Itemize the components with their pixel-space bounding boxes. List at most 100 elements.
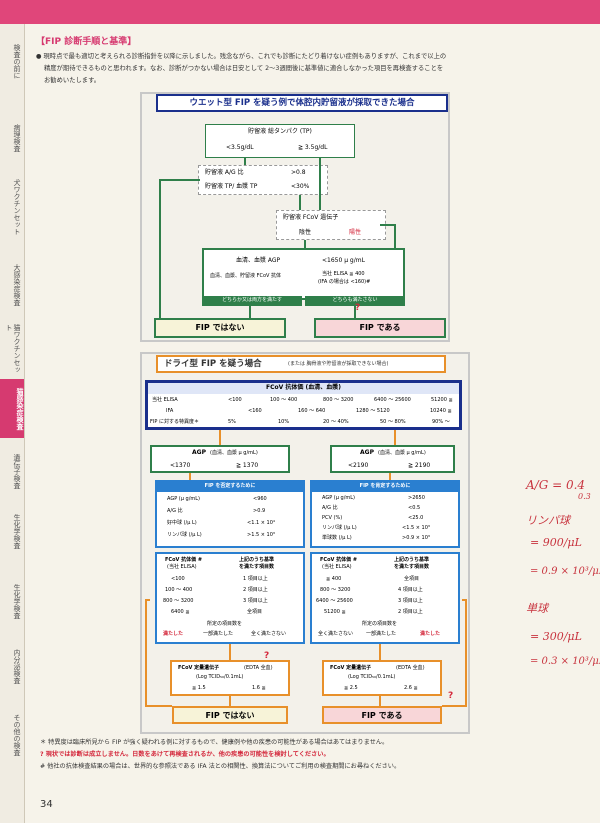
- ab-row3-c1: 5%: [228, 419, 236, 425]
- crit-l-r0-k: <100: [171, 576, 185, 582]
- neg-r3-k: リンパ球 (/μ L): [167, 532, 202, 538]
- gene-left-box: FCoV 定量遺伝子 (EDTA 全血) (Log TCID₅₀/0.1mL) …: [170, 660, 290, 696]
- tp-high: ≧ 3.5g/dL: [298, 144, 328, 151]
- gene-pos: 陽性: [349, 229, 362, 236]
- ab-table-header: FCoV 抗体価 (血清、血漿): [148, 383, 459, 394]
- crit-l-r3-k: 6400 ≦: [171, 609, 190, 615]
- wet-title: ウエット型 FIP を疑う例で体腔内貯留液が採取できた場合: [189, 98, 415, 108]
- tp-low: <3.5g/dL: [226, 144, 254, 151]
- neg-r2-k: 好中球 (/μ L): [167, 520, 197, 526]
- pos-r3-k: リンパ球 (/μ L): [322, 525, 357, 531]
- neither-bar: どちらも満たさない: [305, 296, 405, 306]
- ab-row2-c2: 160 ～ 640: [298, 408, 326, 414]
- sidebar-tab-active[interactable]: 猫感染症検査: [0, 379, 24, 438]
- crit-r-r3-k: 51200 ≦: [324, 609, 346, 615]
- crit-l-r0-v: 1 項目以上: [243, 576, 268, 582]
- agp-left-title: AGP: [192, 449, 206, 456]
- ab-row1-c3: 800 ～ 3200: [323, 397, 354, 403]
- ag-val: >0.8: [291, 169, 306, 176]
- crit-l-h2: 上記のうち基準: [239, 557, 275, 563]
- crit-l-met: 満たした: [163, 631, 184, 637]
- dry-result-neg-label: FIP ではない: [205, 711, 255, 720]
- neg-title: FIP を否定するために: [204, 483, 256, 489]
- tpr-label: 貯留液 TP/ 血漿 TP: [205, 183, 258, 190]
- sidebar-tab[interactable]: 検査の前に: [13, 44, 21, 79]
- agp-right-box: AGP (血清、血漿 μ g/mL) <2190 ≧ 2190: [330, 445, 455, 473]
- ab-row1-label: 当社 ELISA: [152, 397, 178, 403]
- sidebar-tab[interactable]: 犬ワクチンセット: [13, 179, 21, 235]
- crit-r-h1b: (当社 ELISA): [322, 564, 352, 570]
- gene-l-sub: (EDTA 全血): [244, 665, 273, 671]
- pos-r1-k: A/G 比: [322, 505, 338, 511]
- gene-l-title: FCoV 定量遺伝子: [178, 665, 220, 671]
- gene-l-unit: (Log TCID₅₀/0.1mL): [196, 674, 244, 680]
- wet-result-pos-label: FIP である: [359, 323, 401, 332]
- tp-box: 貯留液 総タンパク (TP) <3.5g/dL ≧ 3.5g/dL: [205, 124, 355, 158]
- ab-row3-label: FIP に対する特異度＊: [150, 419, 199, 425]
- tpr-val: <30%: [291, 183, 310, 190]
- agp-left-box: AGP (血清、血漿 μ g/mL) <1370 ≧ 1370: [150, 445, 290, 473]
- ab-row1-c1: <100: [228, 397, 242, 403]
- crit-r-r2-v: 3 項目以上: [398, 598, 423, 604]
- pos-panel: FIP を肯定するために AGP (μ g/mL) >2650 A/G 比 <0…: [310, 480, 460, 548]
- neg-panel: FIP を否定するために AGP (μ g/mL) <960 A/G 比 >0.…: [155, 480, 305, 548]
- sidebar-tab[interactable]: その他の検査: [13, 714, 21, 756]
- handwriting: 0.3: [578, 492, 591, 501]
- sidebar-tab[interactable]: 大感染症検査: [13, 264, 21, 306]
- wet-result-neg: FIP ではない: [154, 318, 286, 338]
- gene-l-low: ≦ 1.5: [192, 685, 206, 691]
- sidebar-tab[interactable]: 遺伝子検査: [13, 454, 21, 489]
- ab-row1-c2: 100 ～ 400: [270, 397, 298, 403]
- either-bar: どちらか又は両方を満たす: [202, 296, 302, 306]
- agp-left-unit: (血清、血漿 μ g/mL): [210, 450, 258, 456]
- gene-r-unit: (Log TCID₅₀/0.1mL): [348, 674, 396, 680]
- agp-right-high: ≧ 2190: [408, 462, 431, 469]
- crit-l-r2-k: 800 ～ 3200: [163, 598, 194, 604]
- neither-label: どちらも満たさない: [332, 297, 378, 303]
- question-mark: ?: [448, 691, 454, 701]
- wet-title-box: ウエット型 FIP を疑う例で体腔内貯留液が採取できた場合: [156, 94, 448, 112]
- ab-row2-c4: 10240 ≦: [430, 408, 452, 414]
- pos-r0-v: >2650: [408, 495, 425, 501]
- ab-val2: (IFA の場合は <160)#: [318, 279, 371, 285]
- gene-l-high: 1.6 ≦: [252, 685, 266, 691]
- sidebar-tab[interactable]: 内分泌検査: [13, 649, 21, 684]
- sidebar-tab[interactable]: 生化学検査: [13, 584, 21, 619]
- sidebar-tab[interactable]: 猫ワクチンセット: [5, 324, 21, 373]
- ab-row3-c3: 20 ～ 40%: [323, 419, 349, 425]
- dry-result-neg: FIP ではない: [172, 706, 288, 724]
- page-number: 34: [40, 799, 53, 810]
- pos-r3-v: <1.5 × 10³: [402, 525, 430, 531]
- agp-right-low: <2190: [348, 462, 369, 469]
- dry-title: ドライ型 FIP を疑う場合: [164, 359, 262, 369]
- pos-r2-v: <25.0: [408, 515, 424, 521]
- wet-result-neg-label: FIP ではない: [195, 323, 245, 332]
- gene-right-box: FCoV 定量遺伝子 (EDTA 全血) (Log TCID₅₀/0.1mL) …: [322, 660, 442, 696]
- handwriting: 単球: [526, 602, 548, 615]
- handwriting: リンパ球: [526, 514, 570, 527]
- gene-label: 貯留液 FCoV 遺伝子: [283, 214, 339, 221]
- sidebar-tab[interactable]: 生化学検査: [13, 514, 21, 549]
- sidebar-tab[interactable]: 病理検査: [13, 124, 21, 152]
- crit-l-label: 所定の項目数を: [207, 621, 243, 627]
- agp-left-low: <1370: [170, 462, 191, 469]
- crit-table-right: FCoV 抗体価 # (当社 ELISA) 上記のうち基準 を満たす項目数 ≦ …: [310, 552, 460, 644]
- gene-box: 貯留液 FCoV 遺伝子 陰性 陽性: [276, 210, 386, 240]
- crit-r-part: 一部満たした: [366, 631, 397, 637]
- gene-r-title: FCoV 定量遺伝子: [330, 665, 372, 671]
- crit-r-label: 所定の項目数を: [362, 621, 398, 627]
- intro-line: お勧めいたします。: [44, 77, 101, 84]
- section-title: 【FIP 診断手順と基準】: [36, 37, 137, 47]
- gene-r-sub: (EDTA 全血): [396, 665, 425, 671]
- handwriting: = 0.3 × 10³/μL: [530, 656, 600, 667]
- neg-r0-k: AGP (μ g/mL): [167, 496, 200, 502]
- crit-l-h1: FCoV 抗体価 #: [165, 557, 203, 563]
- ab-row1-c5: 51200 ≦: [431, 397, 453, 403]
- crit-r-r1-k: 800 ～ 3200: [320, 587, 351, 593]
- intro-line: ● 現時点で最も適切と考えられる診断指針を以降に示しました。残念ながら、これでも…: [36, 53, 447, 60]
- sidebar: 検査の前に 病理検査 犬ワクチンセット 大感染症検査 猫ワクチンセット 猫感染症…: [0, 24, 25, 823]
- gene-r-low: ≦ 2.5: [344, 685, 358, 691]
- dry-result-pos: FIP である: [322, 706, 442, 724]
- ab-row2-c3: 1280 ～ 5120: [356, 408, 390, 414]
